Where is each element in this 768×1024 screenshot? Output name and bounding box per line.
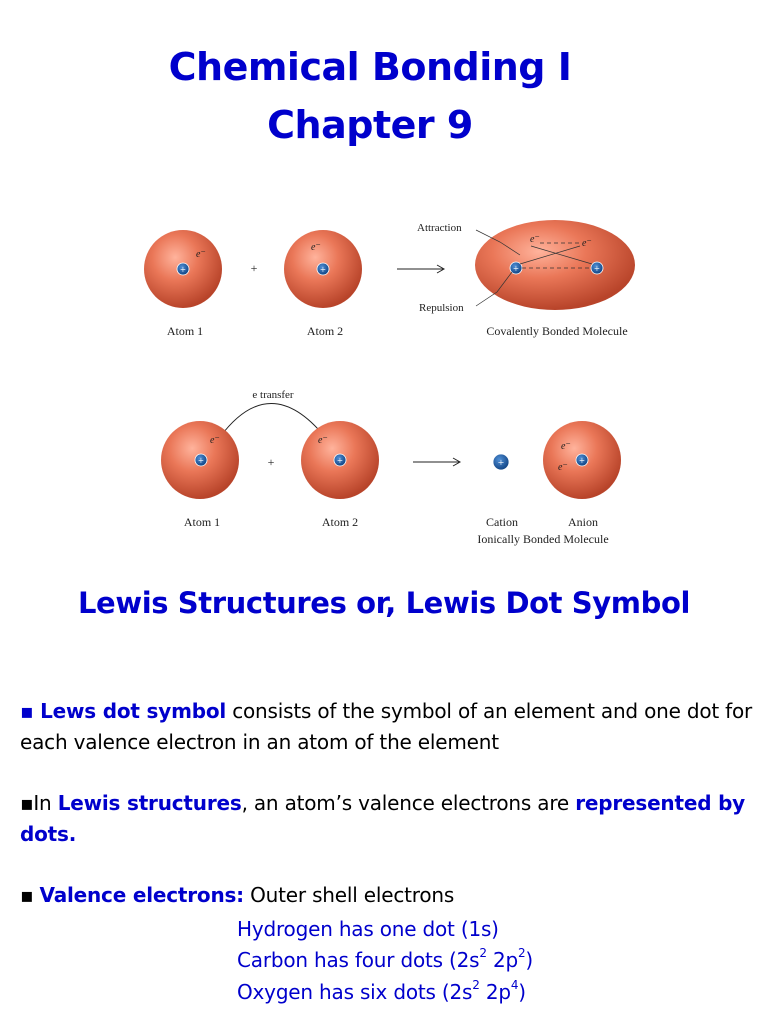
svg-text:+: +	[594, 264, 600, 275]
lewis-structures-text: , an atom’s valence electrons are	[241, 791, 576, 815]
bullet-marker: ▪	[20, 883, 40, 907]
svg-text:+: +	[198, 456, 204, 467]
atom2-label: Atom 2	[322, 515, 358, 529]
example-hydrogen: Hydrogen has one dot (1s)	[237, 917, 499, 941]
svg-text:+: +	[320, 265, 326, 276]
cation-nucleus-icon	[492, 453, 510, 471]
svg-text:+: +	[180, 265, 186, 276]
term-valence-electrons: Valence electrons:	[39, 883, 245, 907]
nucleus-icon	[194, 453, 208, 467]
ionic-molecule-label: Ionically Bonded Molecule	[477, 532, 608, 546]
nucleus-icon	[575, 453, 589, 467]
example-oxygen: Oxygen has six dots (2s2 2p4)	[237, 978, 526, 1004]
page-subtitle-chapter: Chapter 9	[267, 103, 473, 147]
atom1-label: Atom 1	[167, 324, 203, 338]
term-lewis-structures: Lewis structures	[57, 791, 242, 815]
bullet-marker: ▪	[20, 699, 41, 723]
electron-label: e⁻	[210, 435, 220, 446]
anion-label: Anion	[568, 515, 598, 529]
electron-label: e⁻	[558, 462, 568, 473]
electron-label: e⁻	[582, 238, 592, 249]
example-carbon: Carbon has four dots (2s2 2p2)	[237, 946, 534, 972]
definition-text: consists of the symbol of an element and…	[20, 699, 753, 754]
page-title: Chemical Bonding I	[168, 45, 572, 89]
covalent-bonding-diagram: + e⁻ Atom 1 + + e⁻ Atom 2 + + e⁻ e⁻ Attr…	[144, 220, 635, 338]
transfer-label: e transfer	[252, 389, 294, 401]
nucleus-icon	[333, 453, 347, 467]
bonding-figure: + e⁻ Atom 1 + + e⁻ Atom 2 + + e⁻ e⁻ Attr…	[144, 220, 635, 546]
atom2-label: Atom 2	[307, 324, 343, 338]
definition-paragraph: ▪ Lews dot symbol consists of the symbol…	[20, 696, 768, 758]
covalent-molecule-label: Covalently Bonded Molecule	[486, 324, 627, 338]
bullet-marker: ▪In	[20, 791, 58, 815]
plus-sign: +	[251, 261, 258, 275]
transfer-arc	[219, 403, 326, 438]
svg-text:+: +	[337, 456, 343, 467]
nucleus-icon	[590, 261, 604, 275]
plus-sign: +	[268, 455, 275, 469]
electron-label: e⁻	[561, 441, 571, 452]
term-lewis-dot-symbol: Lews dot symbol	[40, 699, 227, 723]
repulsion-label: Repulsion	[419, 302, 464, 314]
molecule-ellipse	[475, 220, 635, 310]
nucleus-icon	[316, 262, 330, 276]
valence-electrons-paragraph: ▪ Valence electrons: Outer shell electro…	[20, 880, 454, 911]
emphasis-represented-by-dots: represented by dots.	[20, 791, 746, 846]
svg-text:+: +	[498, 457, 504, 469]
electron-label: e⁻	[196, 249, 206, 260]
electron-label: e⁻	[318, 435, 328, 446]
electron-label: e⁻	[530, 234, 540, 245]
attraction-label: Attraction	[417, 222, 462, 234]
svg-text:+: +	[513, 264, 519, 275]
nucleus-icon	[176, 262, 190, 276]
lewis-structures-paragraph: ▪In Lewis structures, an atom’s valence …	[20, 788, 760, 850]
section-heading: Lewis Structures or, Lewis Dot Symbol	[77, 586, 691, 620]
valence-electrons-text: Outer shell electrons	[243, 883, 455, 907]
svg-text:+: +	[579, 456, 585, 467]
ionic-bonding-diagram: e transfer + e⁻ Atom 1 + + e⁻ Atom 2 + +…	[161, 389, 621, 546]
electron-label: e⁻	[311, 242, 321, 253]
atom1-label: Atom 1	[184, 515, 220, 529]
cation-label: Cation	[486, 515, 518, 529]
